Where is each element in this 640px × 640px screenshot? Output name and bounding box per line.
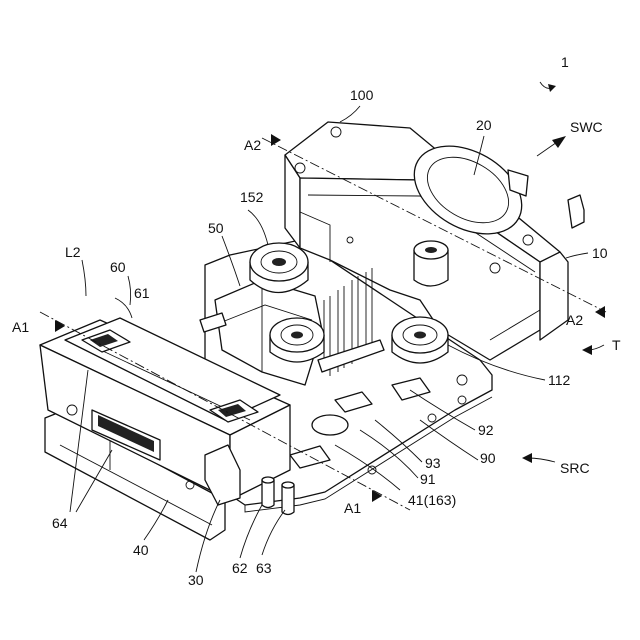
label-case: 10 xyxy=(592,245,608,261)
label-63: 63 xyxy=(256,560,272,576)
bushing-center xyxy=(270,318,324,362)
label-40: 40 xyxy=(133,542,149,558)
label-assembly: 1 xyxy=(561,54,569,70)
label-a1-bottom: A1 xyxy=(344,500,361,516)
label-l2: L2 xyxy=(65,244,81,260)
bushing-112 xyxy=(392,317,448,363)
label-93: 93 xyxy=(425,455,441,471)
label-swc: SWC xyxy=(570,119,603,135)
label-t: T xyxy=(612,337,621,353)
label-housing: 100 xyxy=(350,87,374,103)
label-64: 64 xyxy=(52,515,68,531)
label-src: SRC xyxy=(560,460,590,476)
label-holder: 60 xyxy=(110,259,126,275)
label-a2-top: A2 xyxy=(244,137,261,153)
label-30: 30 xyxy=(188,572,204,588)
label-62: 62 xyxy=(232,560,248,576)
label-50: 50 xyxy=(208,220,224,236)
label-90: 90 xyxy=(480,450,496,466)
label-152: 152 xyxy=(240,189,264,205)
label-61: 61 xyxy=(134,285,150,301)
label-41-163: 41(163) xyxy=(408,492,456,508)
bushing-152 xyxy=(250,243,308,293)
label-a1-left: A1 xyxy=(12,319,29,335)
label-112: 112 xyxy=(548,372,571,388)
label-91: 91 xyxy=(420,471,436,487)
label-92: 92 xyxy=(478,422,494,438)
housing-post xyxy=(414,241,448,286)
label-a2-right: A2 xyxy=(566,312,583,328)
label-motor: 20 xyxy=(476,117,492,133)
